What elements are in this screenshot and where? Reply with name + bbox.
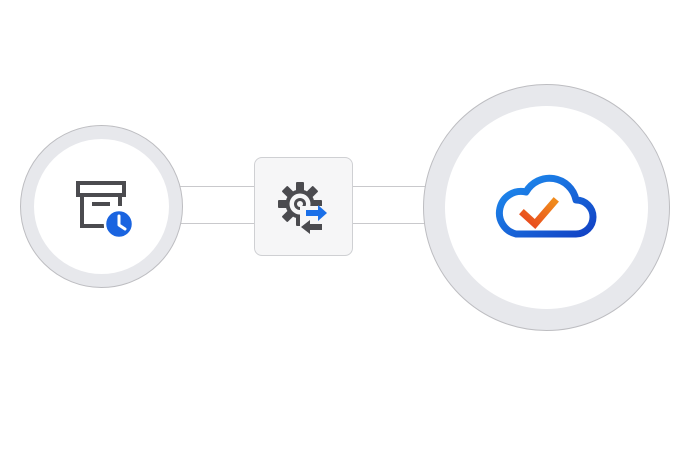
- archive-clock-icon: [74, 180, 136, 242]
- cloud-check-icon: [494, 168, 598, 244]
- archive-node: [20, 125, 183, 288]
- archive-node-inner: [34, 139, 169, 274]
- gear-sync-icon: [276, 180, 330, 234]
